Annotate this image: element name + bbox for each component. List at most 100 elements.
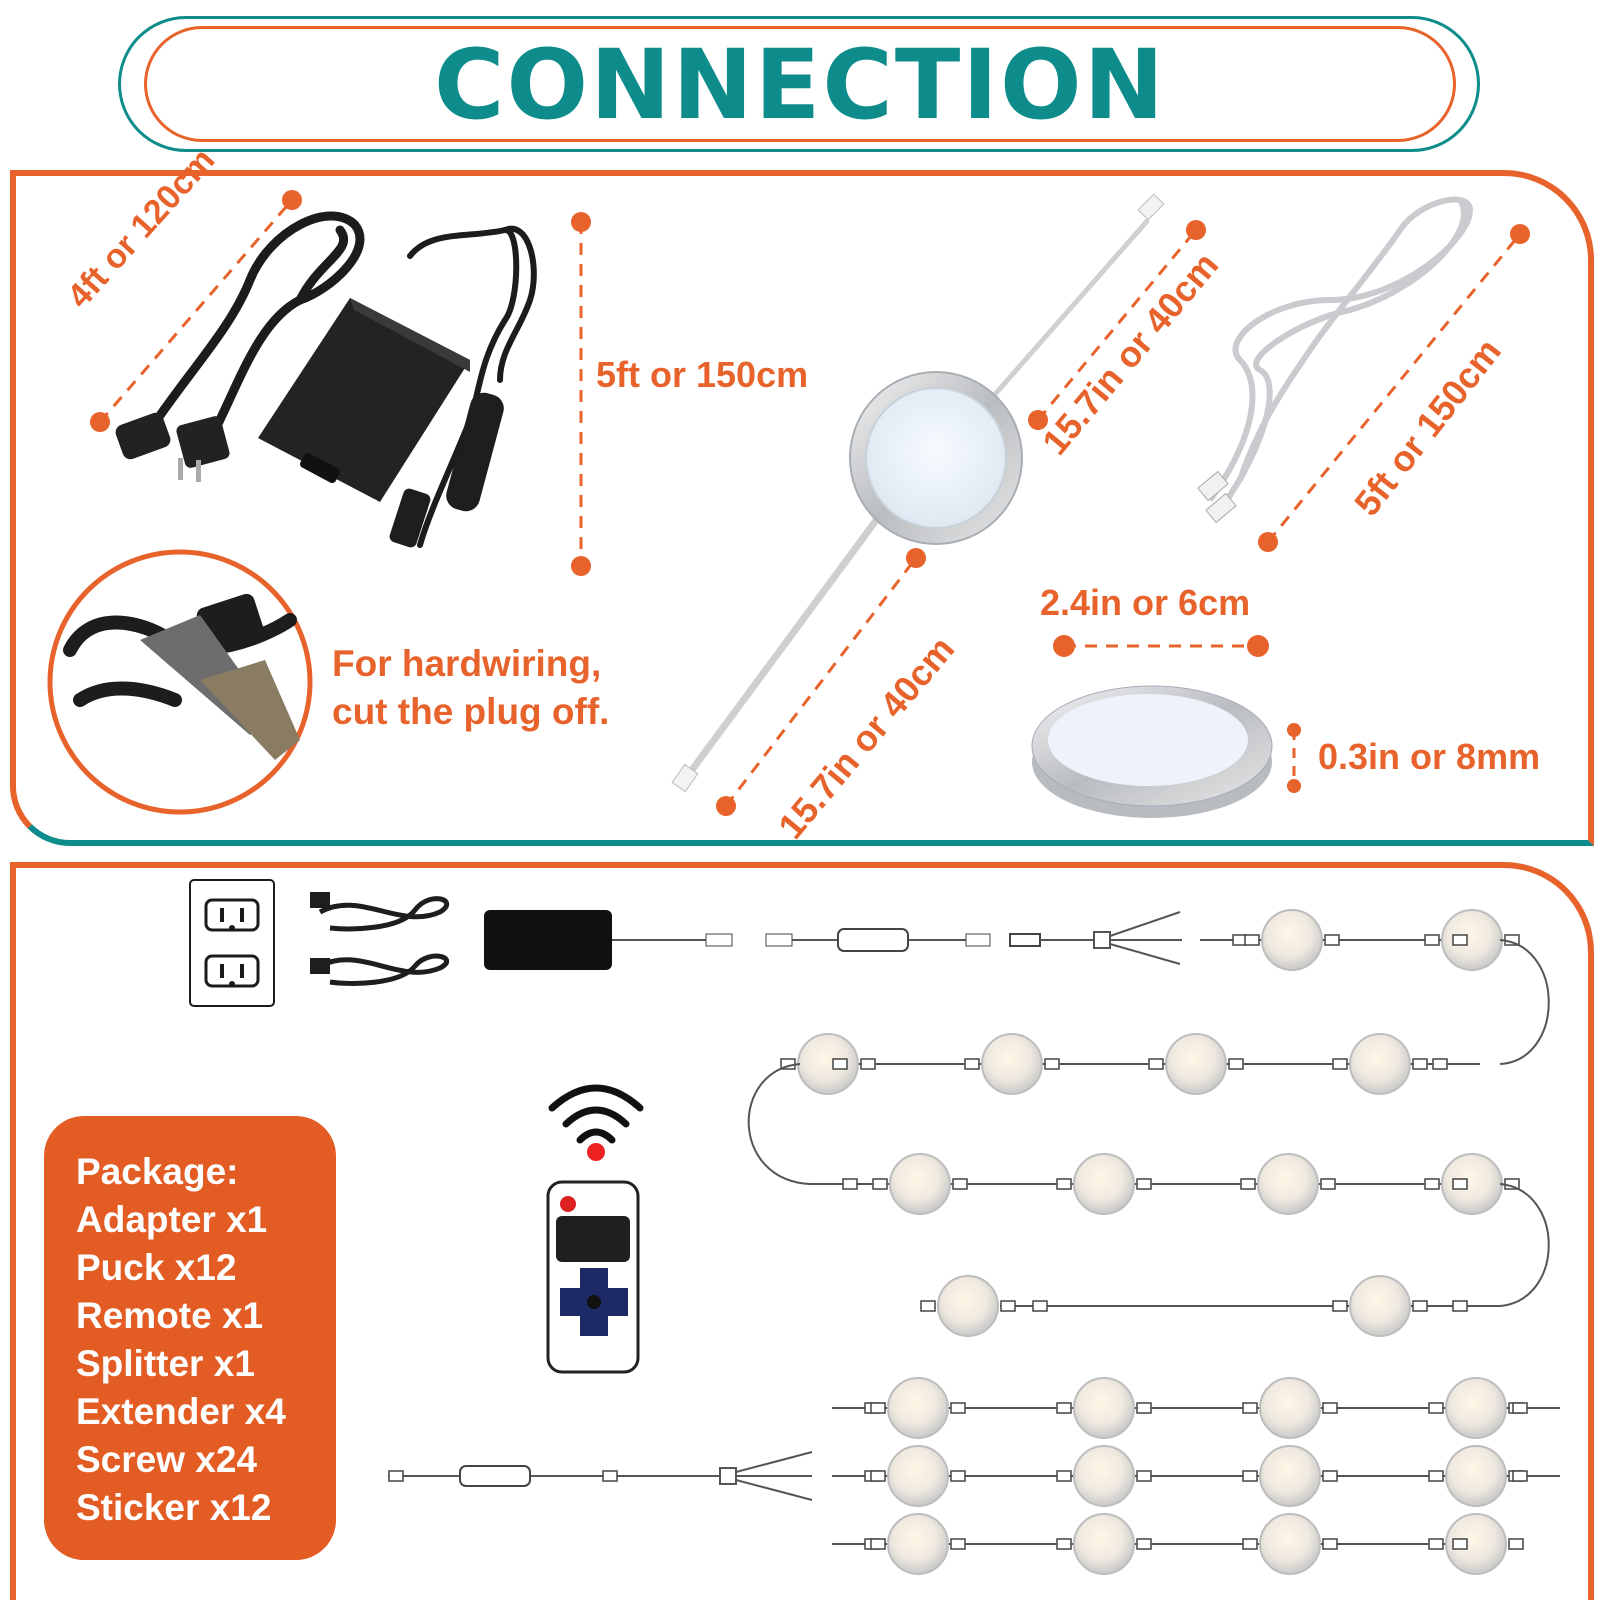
connector-icon xyxy=(1428,1538,1444,1550)
connector-icon xyxy=(870,1402,886,1414)
cable-cutter-icon xyxy=(63,593,300,760)
connector-icon xyxy=(870,1470,886,1482)
connector-icon xyxy=(388,1470,404,1482)
puck-chain xyxy=(388,909,1560,1575)
wall-outlet-icon xyxy=(189,879,275,1007)
package-item: Adapter x1 xyxy=(76,1199,268,1240)
puck-light-icon xyxy=(937,1275,999,1337)
wireless-signal-icon xyxy=(548,1084,644,1144)
connector-icon xyxy=(1512,1470,1528,1482)
connector-icon xyxy=(832,1058,848,1070)
connector-icon xyxy=(1056,1470,1072,1482)
package-item: Extender x4 xyxy=(76,1391,286,1432)
power-cord-dimension xyxy=(98,199,294,423)
connector-icon xyxy=(1240,1178,1256,1190)
connector-icon xyxy=(1136,1470,1152,1482)
header-inner-pill xyxy=(144,26,1456,142)
connector-icon xyxy=(1424,934,1440,946)
puck-light-icon xyxy=(1445,1377,1507,1439)
package-title: Package: xyxy=(76,1151,239,1192)
connector-icon xyxy=(1322,1402,1338,1414)
wire xyxy=(1499,939,1550,1065)
splitter-icon xyxy=(1009,911,1182,965)
puck-light-icon xyxy=(981,1033,1043,1095)
puck-light-icon xyxy=(1073,1445,1135,1507)
connector-icon xyxy=(1452,1538,1468,1550)
puck-light-icon xyxy=(1165,1033,1227,1095)
connector-icon xyxy=(1320,1178,1336,1190)
package-item: Remote x1 xyxy=(76,1295,264,1336)
connector-icon xyxy=(870,1538,886,1550)
wiring-diagram-panel xyxy=(10,862,1594,1600)
connector-icon xyxy=(1512,1402,1528,1414)
adapter-icon xyxy=(258,298,470,502)
puck-light-icon xyxy=(1073,1153,1135,1215)
dimensions-panel xyxy=(10,170,1594,846)
puck-diameter-label: 2.4in or 6cm xyxy=(1040,582,1251,623)
wire xyxy=(735,1479,813,1501)
connector-icon xyxy=(1242,1470,1258,1482)
connector-icon xyxy=(1322,1538,1338,1550)
connector-icon xyxy=(1508,1538,1524,1550)
controller-icon xyxy=(459,1465,531,1487)
package-item: Sticker x12 xyxy=(76,1487,272,1528)
package-item: Screw x24 xyxy=(76,1439,258,1480)
connector-icon xyxy=(1136,1538,1152,1550)
connector-icon xyxy=(1412,1300,1428,1312)
remote-icon xyxy=(546,1180,640,1374)
wire xyxy=(735,1451,813,1473)
connector-icon xyxy=(1452,1178,1468,1190)
package-item: Splitter x1 xyxy=(76,1343,255,1384)
puck-light-icon xyxy=(1073,1513,1135,1575)
puck-thickness-label: 0.3in or 8mm xyxy=(1318,736,1541,777)
connector-icon xyxy=(1428,1470,1444,1482)
puck-light-icon xyxy=(1257,1153,1319,1215)
connector-icon xyxy=(1332,1058,1348,1070)
package-item: Puck x12 xyxy=(76,1247,237,1288)
connector-icon xyxy=(1136,1178,1152,1190)
puck-light-icon xyxy=(889,1153,951,1215)
connector-icon xyxy=(1324,934,1340,946)
connector-icon xyxy=(920,1300,936,1312)
splitter-icon xyxy=(719,1467,737,1485)
adapter-icon xyxy=(484,910,612,970)
puck-light-icon xyxy=(1441,1153,1503,1215)
connector-icon xyxy=(1032,1300,1048,1312)
connector-icon xyxy=(952,1178,968,1190)
connector-icon xyxy=(1148,1058,1164,1070)
puck-light-icon xyxy=(797,1033,859,1095)
puck-light-icon xyxy=(1259,1445,1321,1507)
adapter-cable-length-label: 5ft or 150cm xyxy=(596,354,809,395)
puck-light-icon xyxy=(1349,1275,1411,1337)
page-title: CONNECTION xyxy=(434,29,1166,141)
connector-icon xyxy=(1432,1058,1448,1070)
connector-icon xyxy=(1428,1402,1444,1414)
connector-icon xyxy=(1056,1402,1072,1414)
connector-icon xyxy=(860,1058,876,1070)
puck-light-icon xyxy=(1261,909,1323,971)
puck-light-icon xyxy=(1441,909,1503,971)
wire xyxy=(1499,1183,1550,1307)
puck-light-icon xyxy=(1349,1033,1411,1095)
connector-icon xyxy=(1056,1538,1072,1550)
power-cord-icon xyxy=(145,211,365,435)
connector-icon xyxy=(602,1470,618,1482)
connector-icon xyxy=(1244,934,1260,946)
connector-icon xyxy=(1242,1538,1258,1550)
puck-light-icon xyxy=(1445,1513,1507,1575)
connector-icon xyxy=(1000,1300,1016,1312)
connector-icon xyxy=(964,1058,980,1070)
puck-light-icon xyxy=(887,1377,949,1439)
connector-icon xyxy=(1452,934,1468,946)
puck-light-icon xyxy=(1259,1377,1321,1439)
connector-icon xyxy=(950,1402,966,1414)
connector-icon xyxy=(1044,1058,1060,1070)
connector-icon xyxy=(1322,1470,1338,1482)
extension-cable-icon xyxy=(1207,196,1474,512)
hardwiring-note-line1: For hardwiring, xyxy=(332,643,602,684)
connector-icon xyxy=(950,1538,966,1550)
puck-light-icon xyxy=(1445,1445,1507,1507)
connector-icon xyxy=(1332,1300,1348,1312)
puck-light-icon xyxy=(671,193,1165,793)
